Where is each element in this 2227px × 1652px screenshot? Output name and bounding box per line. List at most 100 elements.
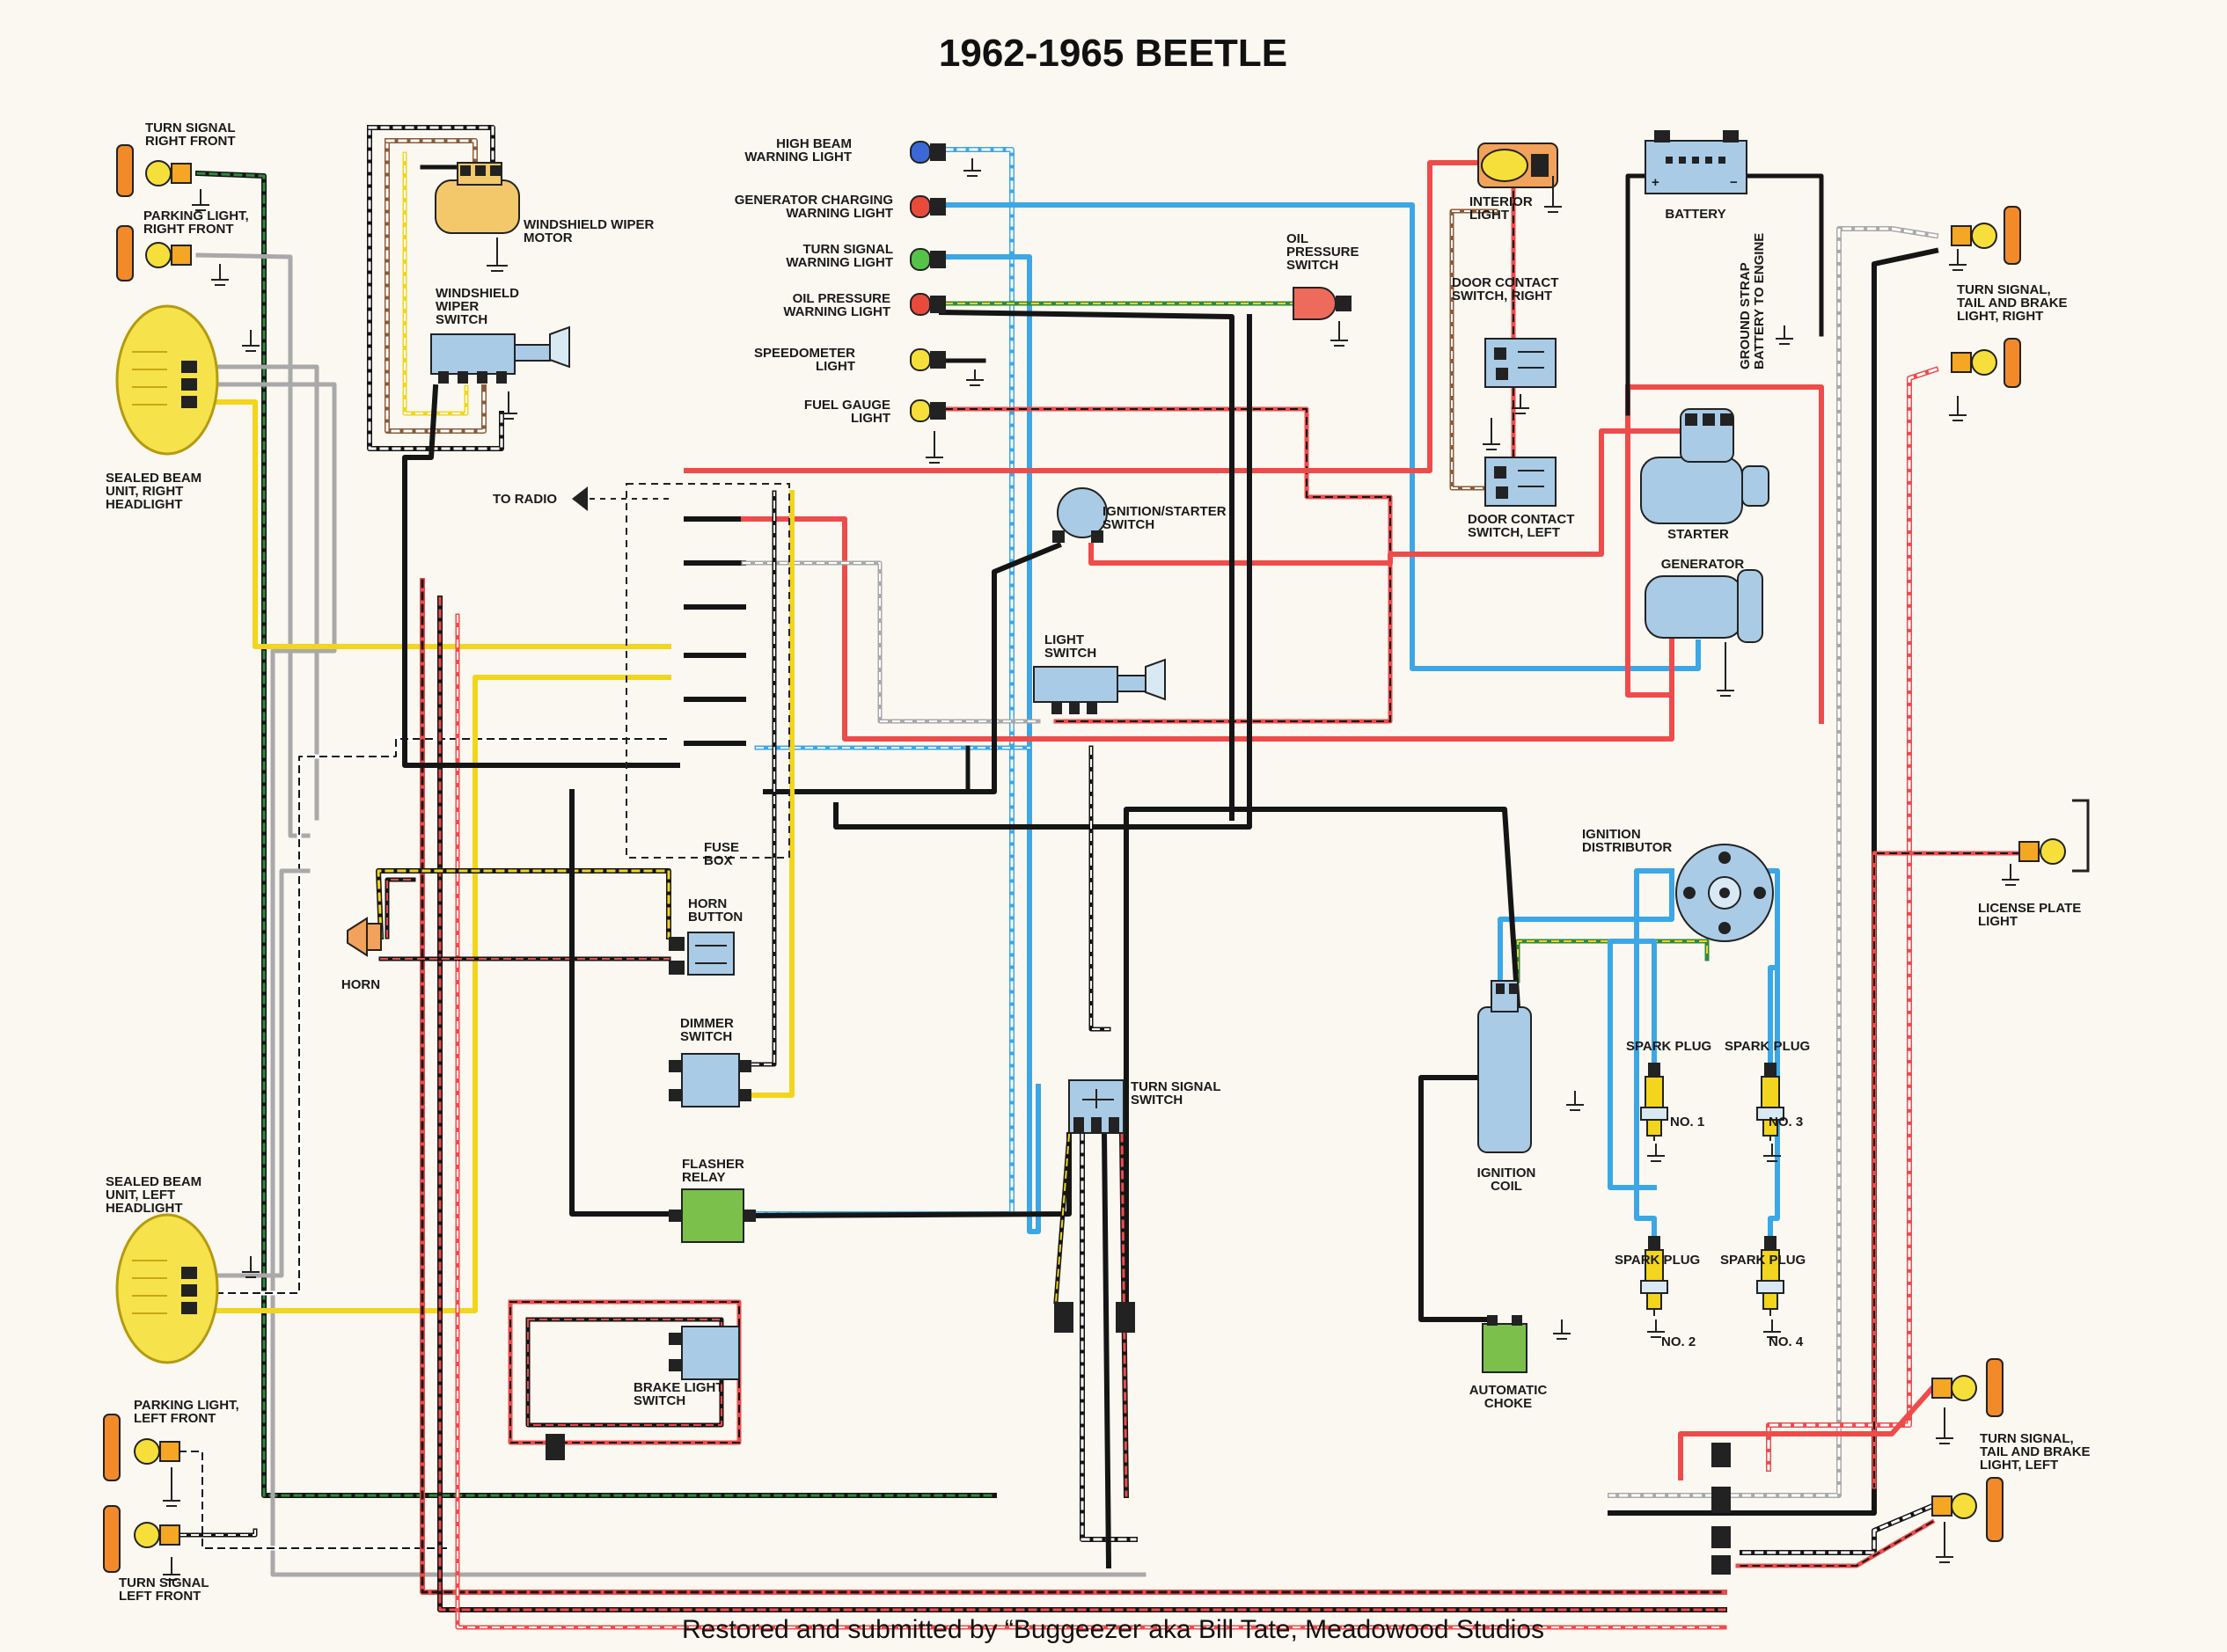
label-sealed-beam-left-line-1: UNIT, LEFT: [106, 1188, 175, 1202]
label-sealed-beam-right-line-0: SEALED BEAM: [106, 471, 201, 486]
wire-6: [201, 675, 671, 1313]
label-flasher-relay-line-0: FLASHER: [682, 1157, 744, 1172]
credit-line: Restored and submitted by “Buggeezer aka…: [682, 1615, 1544, 1644]
label-horn-button-line-0: HORN: [688, 896, 727, 911]
wire-stripe-0: [196, 172, 996, 1497]
label-windshield-wiper-motor-line-1: MOTOR: [524, 230, 573, 245]
label-turn-signal-right-front-line-1: RIGHT FRONT: [145, 134, 236, 149]
label-turn-signal-right-front-line-0: TURN SIGNAL: [145, 121, 236, 135]
label-parking-light-left-front-line-0: PARKING LIGHT,: [134, 1398, 239, 1413]
label-spark-plug-no2-line-0: NO. 2: [1661, 1334, 1696, 1349]
wire-40: [1726, 173, 1824, 337]
wire-66: [750, 490, 795, 1098]
label-ground-strap-line-0: GROUND STRAP: [1738, 262, 1753, 369]
label-license-plate-light-line-1: LIGHT: [1978, 914, 2018, 929]
label-license-plate-light-line-0: LICENSE PLATE: [1978, 901, 2081, 916]
label-light-switch-line-1: SWITCH: [1044, 646, 1096, 661]
wire-stripe-72: [1054, 1133, 1071, 1304]
wire-59: [1608, 939, 1657, 1190]
label-oil-pressure-warning-line-0: OIL PRESSURE: [793, 291, 890, 306]
label-spark-plug-no1-line-0: NO. 1: [1670, 1115, 1704, 1129]
windshield-wiper-motor: [435, 162, 520, 272]
wire-7: [201, 868, 311, 1278]
wire-35: [741, 516, 1674, 742]
label-turn-signal-tail-right-line-0: TURN SIGNAL,: [1957, 282, 2051, 297]
license-plate-light: [2002, 799, 2090, 886]
label-speedometer-light-line-0: SPEEDOMETER: [754, 346, 855, 361]
wire-44: [763, 542, 1062, 794]
oil-pressure-switch: [1293, 287, 1352, 347]
label-turn-signal-tail-left-line-2: LIGHT, LEFT: [1980, 1458, 2058, 1473]
label-parking-light-right-front: PARKING LIGHT,RIGHT FRONT: [143, 208, 249, 237]
interior-light: [1477, 143, 1562, 213]
fuse-box: [626, 483, 790, 859]
ignition-starter-switch: [1052, 487, 1108, 543]
parking-light-left-front-lamp: [103, 1414, 180, 1507]
label-light-switch-line-0: LIGHT: [1044, 632, 1084, 647]
wire-stripe-50: [1767, 368, 1938, 1471]
label-door-contact-left-line-1: SWITCH, LEFT: [1468, 525, 1560, 540]
wire-stripe-13: [386, 879, 414, 938]
label-horn: HORN: [341, 977, 380, 992]
wires-layer: [177, 125, 2022, 1630]
wire-60: [1768, 965, 1780, 1065]
generator-charging-warning-light: [910, 195, 946, 218]
label-oil-pressure-switch-line-2: SWITCH: [1286, 258, 1338, 273]
label-to-radio-line-0: TO RADIO: [493, 492, 557, 507]
label-spark-plug-4: SPARK PLUG: [1720, 1253, 1806, 1268]
label-high-beam-line-0: HIGH BEAM: [776, 136, 852, 151]
label-door-contact-right-line-1: SWITCH, RIGHT: [1452, 289, 1552, 303]
label-ignition-starter-switch-line-1: SWITCH: [1103, 517, 1154, 532]
label-turn-signal-left-front-line-1: LEFT FRONT: [119, 1589, 201, 1604]
wire-4: [201, 399, 671, 649]
wire-61: [1418, 1075, 1490, 1322]
wire-stripe-48: [1608, 227, 1938, 1497]
horn: [347, 917, 382, 957]
battery: +−: [1645, 130, 1747, 194]
wire-45: [877, 314, 1252, 830]
spark-plug-2: [1640, 1236, 1668, 1338]
label-windshield-wiper-switch-line-1: WIPER: [436, 299, 479, 314]
wire-55: [1498, 868, 1674, 983]
generator: [1645, 569, 1763, 697]
wire-65: [750, 490, 777, 1067]
label-spark-plug-no3: NO. 3: [1769, 1115, 1803, 1129]
label-starter-line-0: STARTER: [1667, 527, 1729, 542]
label-high-beam-line-1: WARNING LIGHT: [744, 150, 852, 164]
wire-stripe-73: [509, 1301, 740, 1444]
wire-47: [938, 309, 1234, 821]
ground-strap-ground: [1776, 325, 1793, 345]
wire-stripe-14: [368, 126, 503, 450]
label-turn-signal-tail-left-line-1: TAIL AND BRAKE: [1980, 1444, 2091, 1459]
spark-plug-1: [1640, 1063, 1668, 1162]
diagram-title: 1962-1965 BEETLE: [939, 32, 1287, 75]
wire-68: [569, 789, 671, 1217]
label-turn-signal-tail-left-line-0: TURN SIGNAL,: [1980, 1431, 2074, 1446]
parking-light-right-front-lamp: [116, 225, 229, 286]
label-dimmer-switch-line-0: DIMMER: [680, 1016, 734, 1031]
label-ground-strap: GROUND STRAPBATTERY TO ENGINE: [1738, 233, 1767, 369]
label-turn-signal-warning-line-0: TURN SIGNAL: [803, 242, 894, 257]
wire-62: [1124, 807, 1521, 1322]
label-battery: BATTERY: [1665, 207, 1725, 222]
